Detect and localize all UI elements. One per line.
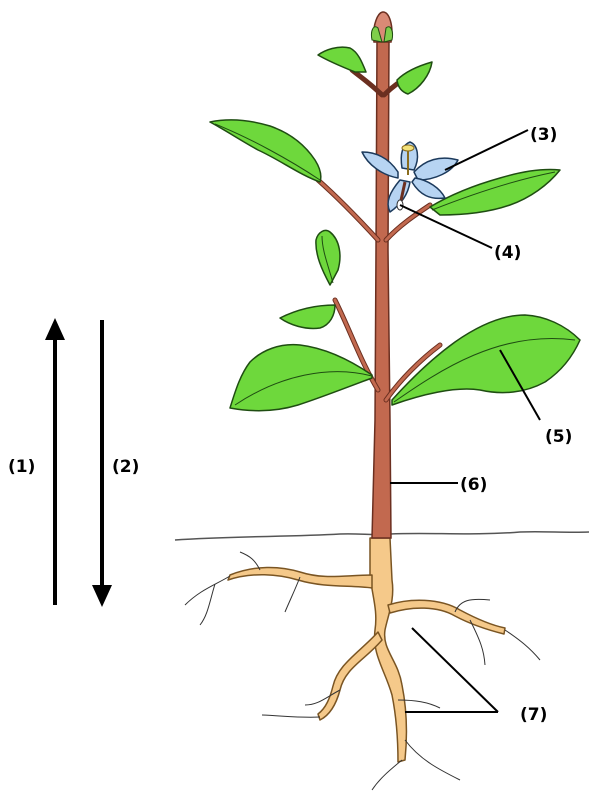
main-stem bbox=[372, 40, 391, 538]
label-2: (2) bbox=[112, 457, 139, 477]
root-system bbox=[228, 538, 505, 762]
label-3: (3) bbox=[530, 125, 557, 145]
label-1: (1) bbox=[8, 457, 35, 477]
upward-arrow bbox=[45, 318, 65, 605]
downward-arrow bbox=[92, 320, 112, 607]
label-5: (5) bbox=[545, 427, 572, 447]
label-4: (4) bbox=[494, 243, 521, 263]
label-6: (6) bbox=[460, 475, 487, 495]
label-7: (7) bbox=[520, 705, 547, 725]
